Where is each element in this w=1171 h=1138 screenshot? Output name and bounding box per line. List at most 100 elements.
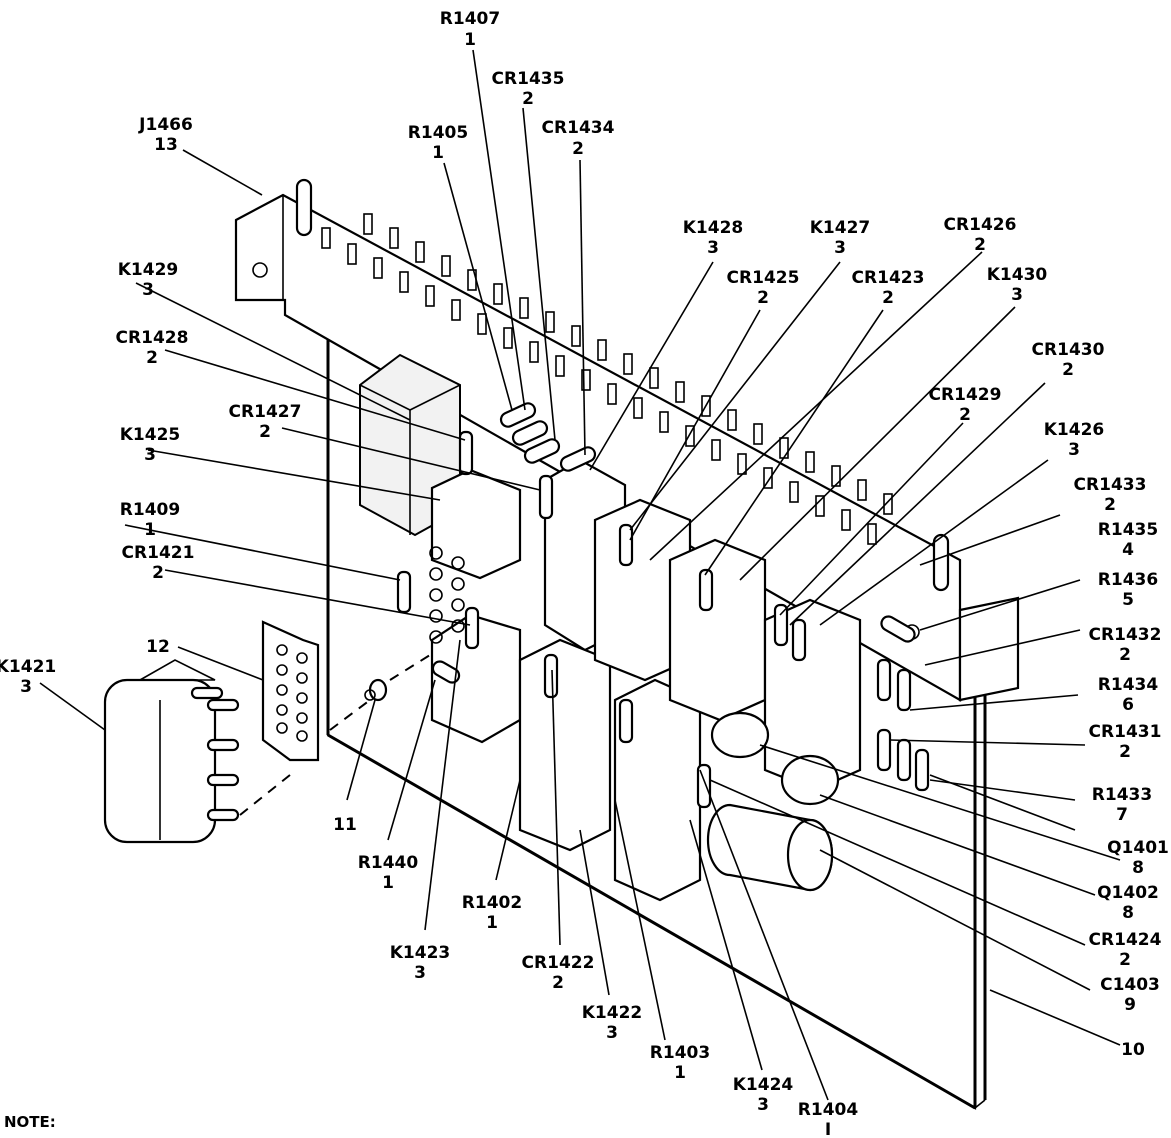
label-cr1434-ref: CR1434 <box>542 118 615 138</box>
label-k1430-qty: 3 <box>1011 285 1023 305</box>
label-cr1431-qty: 2 <box>1119 742 1131 762</box>
label-k1427-qty: 3 <box>834 238 846 258</box>
label-k1428-qty: 3 <box>707 238 719 258</box>
label-r1440-ref: R1440 <box>358 853 419 873</box>
label-k1425-qty: 3 <box>144 445 156 465</box>
label-cr1433-ref: CR1433 <box>1074 475 1147 495</box>
label-k1421-qty: 3 <box>20 677 32 697</box>
connector-pins <box>321 213 893 545</box>
relay-k1424 <box>613 678 702 902</box>
label-cr1421-ref: CR1421 <box>122 543 195 563</box>
transistor-q1402 <box>780 754 840 806</box>
label-cr1423-ref: CR1423 <box>852 268 925 288</box>
label-k1423-ref: K1423 <box>390 943 451 963</box>
label-k1424-ref: K1424 <box>733 1075 794 1095</box>
label-item11: 11 <box>333 815 357 835</box>
leader-lines <box>39 49 1121 1101</box>
relay-k1425 <box>430 468 522 580</box>
label-k1427-ref: K1427 <box>810 218 871 238</box>
label-cr1427-ref: CR1427 <box>229 402 302 422</box>
label-k1430-ref: K1430 <box>987 265 1048 285</box>
label-r1404-ref: R1404 <box>798 1100 859 1120</box>
socket-holes <box>429 546 465 644</box>
label-r1403-qty: 1 <box>674 1063 686 1083</box>
label-cr1434-qty: 2 <box>572 139 584 159</box>
label-cr1429-ref: CR1429 <box>929 385 1002 405</box>
note-label: NOTE: <box>4 1113 56 1131</box>
label-cr1430-qty: 2 <box>1062 360 1074 380</box>
label-k1424-qty: 3 <box>757 1095 769 1115</box>
label-j1466-qty: 13 <box>154 135 178 155</box>
label-r1436-qty: 5 <box>1122 590 1134 610</box>
label-r1407-ref: R1407 <box>440 9 500 29</box>
label-r1405-ref: R1405 <box>408 123 468 143</box>
label-c1403-qty: 9 <box>1124 995 1136 1015</box>
label-cr1431-ref: CR1431 <box>1089 722 1162 742</box>
callout-labels: R1407 1 CR1435 2 CR1434 2 R1405 1 J1466 … <box>0 9 1169 1138</box>
relay-k1421 <box>103 659 291 844</box>
label-q1401-qty: 8 <box>1132 858 1144 878</box>
label-r1404-qty: I <box>825 1120 831 1138</box>
standoff-11 <box>329 654 431 731</box>
label-cr1425-ref: CR1425 <box>727 268 800 288</box>
label-c1403-ref: C1403 <box>1100 975 1160 995</box>
label-cr1426-qty: 2 <box>974 235 986 255</box>
relay-socket-12 <box>261 620 320 762</box>
label-k1428-ref: K1428 <box>683 218 744 238</box>
label-q1402-ref: Q1402 <box>1097 883 1159 903</box>
label-cr1425-qty: 2 <box>757 288 769 308</box>
label-cr1435-qty: 2 <box>522 89 534 109</box>
label-item10: 10 <box>1121 1040 1145 1060</box>
label-q1401-ref: Q1401 <box>1107 838 1169 858</box>
relay-k1430 <box>668 538 767 722</box>
label-r1407-qty: 1 <box>464 30 476 50</box>
label-r1405-qty: 1 <box>432 143 444 163</box>
label-cr1427-qty: 2 <box>259 422 271 442</box>
label-cr1432-qty: 2 <box>1119 645 1131 665</box>
label-k1429-ref: K1429 <box>118 260 179 280</box>
diodes-and-resistors <box>396 402 930 809</box>
label-q1402-qty: 8 <box>1122 903 1134 923</box>
label-cr1435-ref: CR1435 <box>492 69 565 89</box>
label-cr1433-qty: 2 <box>1104 495 1116 515</box>
label-r1403-ref: R1403 <box>650 1043 710 1063</box>
label-cr1429-qty: 2 <box>959 405 971 425</box>
label-j1466-ref: J1466 <box>138 115 193 135</box>
label-r1435-ref: R1435 <box>1098 520 1158 540</box>
label-k1426-qty: 3 <box>1068 440 1080 460</box>
label-cr1426-ref: CR1426 <box>944 215 1017 235</box>
label-r1409-ref: R1409 <box>120 500 180 520</box>
horizontal-resistors <box>499 402 916 643</box>
label-k1421-ref: K1421 <box>0 657 56 677</box>
label-cr1422-qty: 2 <box>552 973 564 993</box>
label-cr1424-qty: 2 <box>1119 950 1131 970</box>
relay-k1426 <box>763 598 862 792</box>
label-cr1422-ref: CR1422 <box>522 953 595 973</box>
label-r1433-ref: R1433 <box>1092 785 1152 805</box>
label-cr1432-ref: CR1432 <box>1089 625 1162 645</box>
label-k1425-ref: K1425 <box>120 425 181 445</box>
relay-k1422 <box>518 638 612 852</box>
label-cr1421-qty: 2 <box>152 563 164 583</box>
label-cr1423-qty: 2 <box>882 288 894 308</box>
label-cr1428-ref: CR1428 <box>116 328 189 348</box>
label-cr1430-ref: CR1430 <box>1032 340 1105 360</box>
label-k1422-ref: K1422 <box>582 1003 643 1023</box>
label-r1440-qty: 1 <box>382 873 394 893</box>
label-r1433-qty: 7 <box>1116 805 1128 825</box>
label-cr1428-qty: 2 <box>146 348 158 368</box>
label-k1423-qty: 3 <box>414 963 426 983</box>
label-k1426-ref: K1426 <box>1044 420 1105 440</box>
transistor-q1401 <box>710 711 770 759</box>
label-item12: 12 <box>146 637 170 657</box>
label-k1422-qty: 3 <box>606 1023 618 1043</box>
label-r1436-ref: R1436 <box>1098 570 1158 590</box>
label-r1402-qty: 1 <box>486 913 498 933</box>
label-cr1424-ref: CR1424 <box>1089 930 1162 950</box>
label-r1435-qty: 4 <box>1122 540 1134 560</box>
label-r1434-qty: 6 <box>1122 695 1134 715</box>
label-r1402-ref: R1402 <box>462 893 522 913</box>
label-k1429-qty: 3 <box>142 280 154 300</box>
label-r1409-qty: 1 <box>144 520 156 540</box>
